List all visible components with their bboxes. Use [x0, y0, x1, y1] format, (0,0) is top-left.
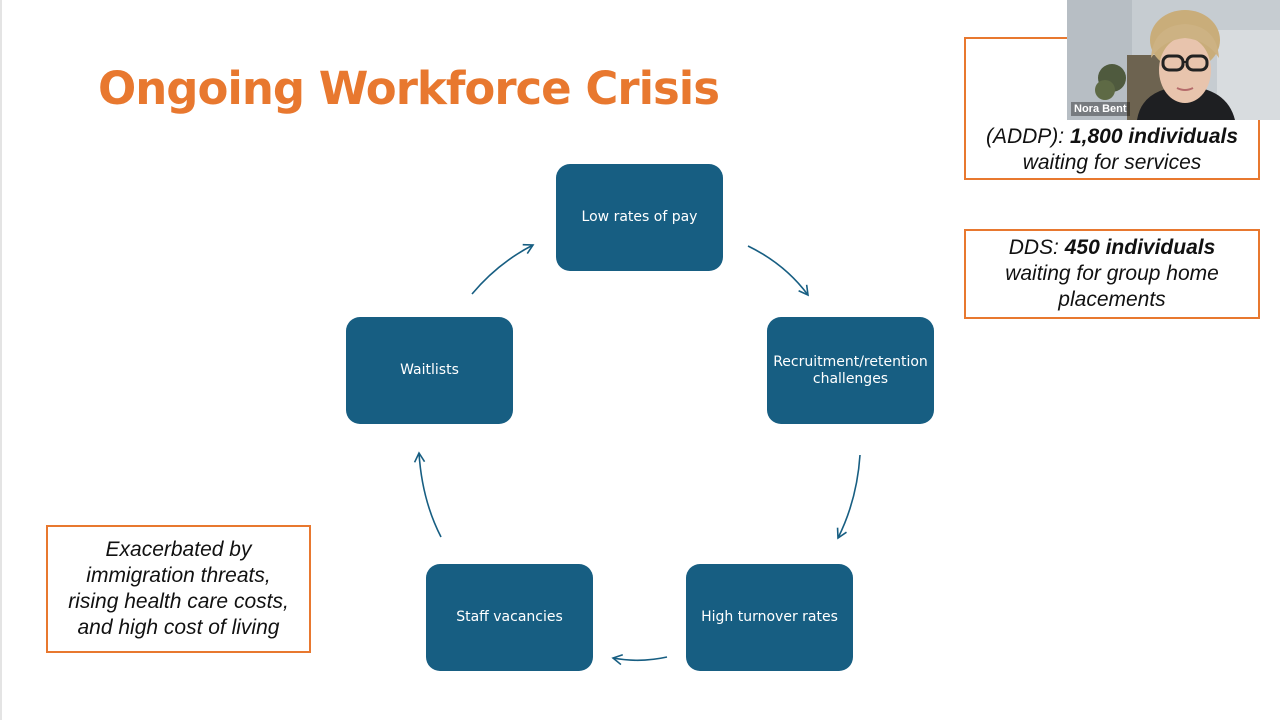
participant-video-tile[interactable]: Nora Bent — [1067, 0, 1280, 120]
callout-exacerbated: Exacerbated by immigration threats, risi… — [46, 525, 311, 653]
participant-name-label: Nora Bent — [1071, 102, 1130, 116]
callout-dds-count: 450 individuals — [1064, 236, 1216, 259]
slide-edge — [0, 0, 2, 720]
callout-dds: DDS: 450 individuals waiting for group h… — [964, 229, 1260, 319]
callout-addp-rest: waiting for services — [1022, 150, 1202, 174]
callout-addp-count: 1,800 individuals — [1069, 124, 1239, 148]
arrow-waitlists-to-pay — [471, 243, 535, 295]
callout-addp-prefix: (ADDP): — [985, 124, 1070, 148]
callout-dds-prefix: DDS: — [1008, 236, 1065, 259]
callout-dds-stat-line: DDS: 450 individuals — [1005, 235, 1219, 261]
callout-exacerbated-line: immigration threats, — [86, 564, 271, 587]
callout-addp-stat-line: (ADDP): 1,800 individuals — [986, 124, 1238, 150]
callout-dds-rest-1: waiting for group home — [1005, 262, 1219, 285]
cycle-box-recruitment-retention: Recruitment/retention challenges — [767, 317, 934, 424]
slide-title: Ongoing Workforce Crisis — [98, 62, 720, 115]
callout-exacerbated-line: rising health care costs, — [68, 590, 289, 613]
cycle-box-waitlists: Waitlists — [346, 317, 513, 424]
callout-exacerbated-line: and high cost of living — [77, 616, 280, 639]
arrow-turnover-to-vacancies — [611, 653, 668, 666]
cycle-box-high-turnover: High turnover rates — [686, 564, 853, 671]
cycle-box-staff-vacancies: Staff vacancies — [426, 564, 593, 671]
participant-video-feed — [1067, 0, 1280, 120]
arrow-recruitment-to-turnover — [836, 454, 861, 540]
arrow-vacancies-to-waitlists — [413, 451, 442, 538]
arrow-pay-to-recruitment — [747, 245, 809, 297]
callout-dds-rest-2: placements — [1058, 288, 1166, 311]
cycle-box-low-rates-of-pay: Low rates of pay — [556, 164, 723, 271]
callout-exacerbated-line: Exacerbated by — [105, 538, 252, 561]
